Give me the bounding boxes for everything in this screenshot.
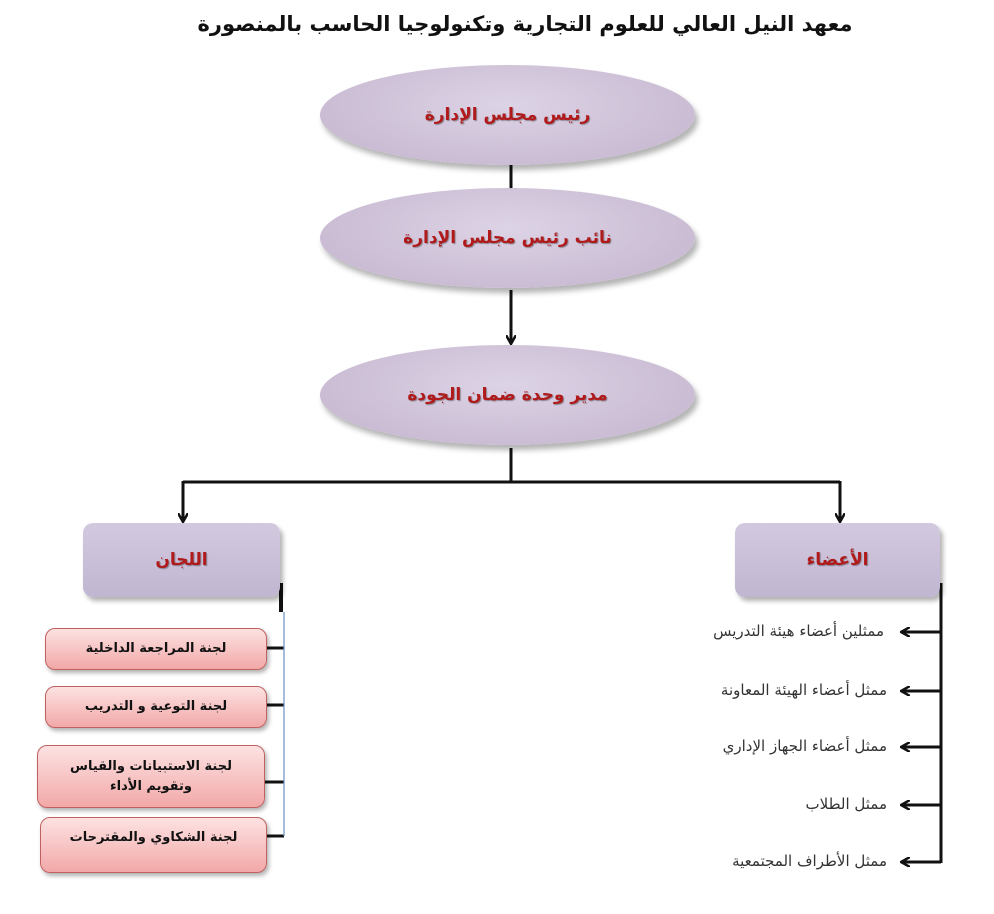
node-committees: اللجان	[83, 523, 280, 597]
committee-item: لجنة المراجعة الداخلية	[45, 628, 267, 670]
committee-item: لجنة التوعية و التدريب	[45, 686, 267, 728]
node-label: نائب رئيس مجلس الإدارة	[403, 228, 612, 248]
member-item: ممثل أعضاء الجهاز الإداري	[722, 737, 887, 755]
committee-item: لجنة الاستبيانات والقياس وتقويم الأداء	[37, 745, 265, 808]
member-item: ممثل الطلاب	[805, 795, 887, 813]
committee-item: لجنة الشكاوي والمقترحات	[40, 817, 267, 873]
node-label: اللجان	[155, 550, 208, 570]
node-vice-chairman: نائب رئيس مجلس الإدارة	[320, 188, 695, 288]
member-item: ممثل أعضاء الهيئة المعاونة	[720, 681, 887, 699]
node-label: رئيس مجلس الإدارة	[424, 105, 591, 125]
node-members: الأعضاء	[735, 523, 940, 597]
node-board-chairman: رئيس مجلس الإدارة	[320, 65, 695, 165]
node-label: الأعضاء	[806, 550, 869, 570]
member-item: ممثل الأطراف المجتمعية	[732, 852, 887, 870]
node-quality-director: مدير وحدة ضمان الجودة	[320, 345, 695, 445]
diagram-title: معهد النيل العالي للعلوم التجارية وتكنول…	[197, 12, 853, 36]
node-label: مدير وحدة ضمان الجودة	[407, 385, 608, 405]
member-item: ممثلين أعضاء هيئة التدريس	[713, 622, 884, 640]
